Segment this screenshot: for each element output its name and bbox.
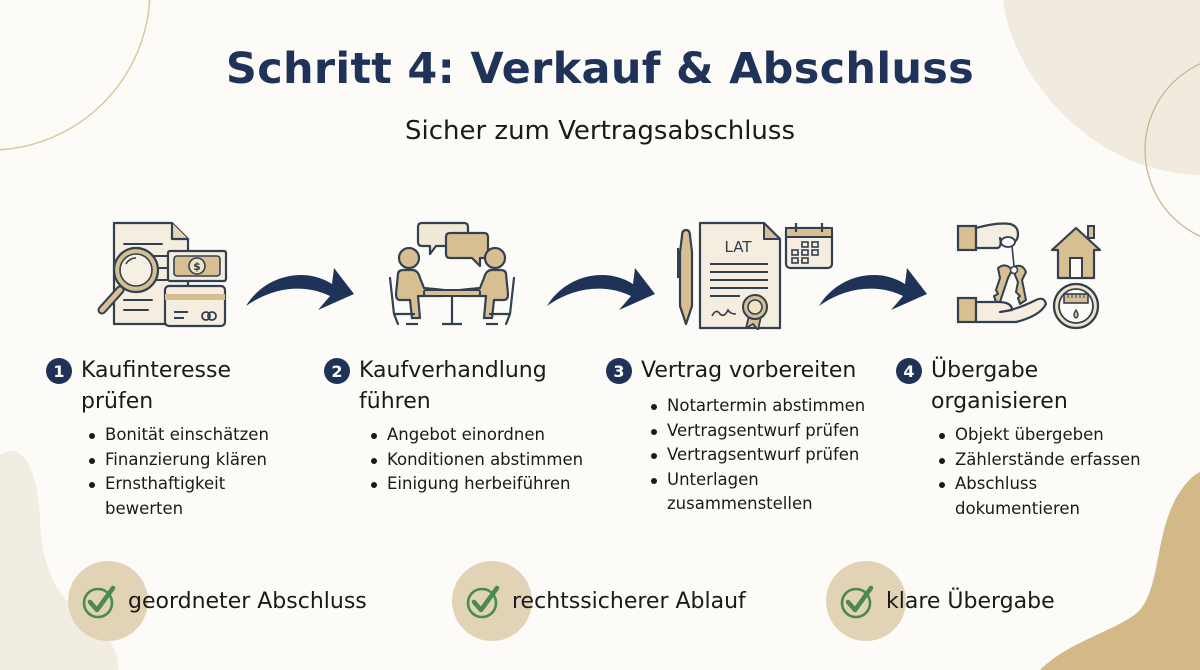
step-title: Kaufverhandlung führen xyxy=(359,358,547,414)
contract-label: LAT xyxy=(725,238,753,256)
list-item: Unterlagen zusammenstellen xyxy=(648,468,818,517)
step-bullet-list: Angebot einordnen Konditionen abstimmen … xyxy=(368,423,604,497)
list-item: Zählerstände erfassen xyxy=(936,448,1166,473)
step-2: 2 Kaufverhandlung führen Angebot einordn… xyxy=(324,355,604,497)
arrow-right-icon xyxy=(819,268,927,310)
benefit-circle-background xyxy=(826,561,906,641)
benefit-label: geordneter Abschluss xyxy=(128,588,367,614)
list-item: Einigung herbeiführen xyxy=(368,472,604,497)
step-number-badge: 1 xyxy=(46,358,72,384)
document-search-money-card-icon: $ xyxy=(97,221,228,328)
step-bullet-list: Notartermin abstimmen Vertragsentwurf pr… xyxy=(648,394,896,517)
check-circle-icon xyxy=(82,585,116,619)
step-bullet-list: Bonität einschätzen Finanzierung klären … xyxy=(86,423,296,521)
page-subtitle: Sicher zum Vertragsabschluss xyxy=(404,116,796,146)
step-title: Übergabe organisieren xyxy=(931,358,1068,414)
list-item: Ernsthaftigkeit bewerten xyxy=(86,472,236,521)
list-item: Bonität einschätzen xyxy=(86,423,296,448)
step-3: 3 Vertrag vorbereiten Notartermin abstim… xyxy=(606,355,896,517)
check-circle-icon xyxy=(466,585,500,619)
benefit-label: rechtssicherer Ablauf xyxy=(512,588,746,614)
benefit-clear-handover: klare Übergabe xyxy=(826,561,1055,641)
contract-pen-calendar-icon: LAT xyxy=(677,221,834,330)
arrow-right-icon xyxy=(547,268,655,310)
list-item: Finanzierung klären xyxy=(86,448,296,473)
benefit-circle-background xyxy=(452,561,532,641)
page-title: Schritt 4: Verkauf & Abschluss xyxy=(225,44,975,94)
step-number-badge: 4 xyxy=(896,358,922,384)
arrow-right-icon xyxy=(246,268,354,310)
negotiation-meeting-icon xyxy=(388,221,516,326)
check-circle-icon xyxy=(840,585,874,619)
step-number-badge: 2 xyxy=(324,358,350,384)
list-item: Abschluss dokumentieren xyxy=(936,472,1086,521)
benefit-ordered-closing: geordneter Abschluss xyxy=(68,561,367,641)
benefit-legally-secure: rechtssicherer Ablauf xyxy=(452,561,746,641)
list-item: Vertragsentwurf prüfen xyxy=(648,419,896,444)
list-item: Vertragsentwurf prüfen xyxy=(648,443,896,468)
step-number-badge: 3 xyxy=(606,358,632,384)
list-item: Konditionen abstimmen xyxy=(368,448,604,473)
list-item: Objekt übergeben xyxy=(936,423,1166,448)
step-bullet-list: Objekt übergeben Zählerstände erfassen A… xyxy=(936,423,1166,521)
benefit-label: klare Übergabe xyxy=(886,588,1055,614)
step-title: Kaufinteresse prüfen xyxy=(81,358,231,414)
step-4: 4 Übergabe organisieren Objekt übergeben… xyxy=(896,355,1166,521)
step-1: 1 Kaufinteresse prüfen Bonität einschätz… xyxy=(46,355,296,521)
list-item: Notartermin abstimmen xyxy=(648,394,896,419)
list-item: Angebot einordnen xyxy=(368,423,604,448)
step-title: Vertrag vorbereiten xyxy=(641,358,857,383)
svg-text:$: $ xyxy=(193,260,201,273)
key-handover-house-meter-icon xyxy=(956,222,1102,330)
